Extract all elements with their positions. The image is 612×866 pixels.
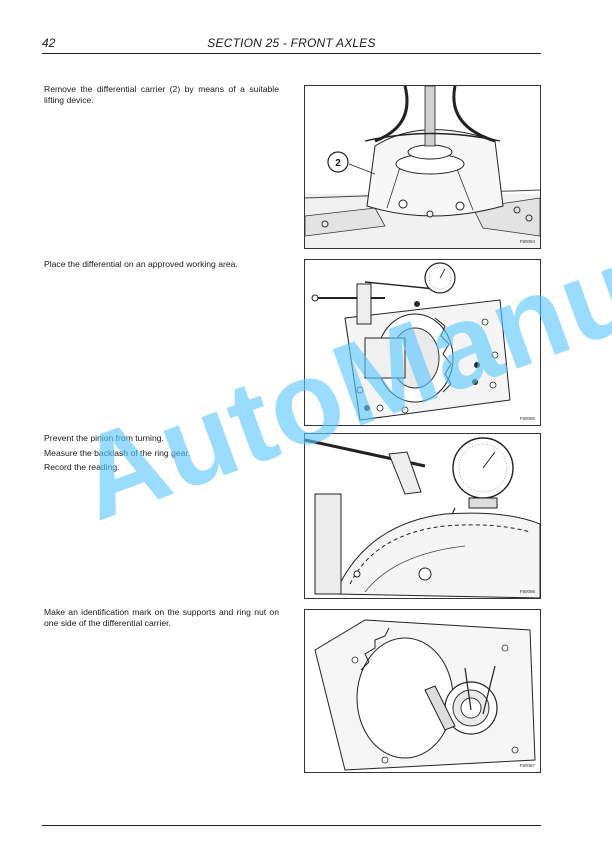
step-4-text: Make an identification mark on the suppo… <box>44 607 279 632</box>
callout-number: 2 <box>335 158 341 169</box>
figure-code: F80085 <box>519 416 535 421</box>
header-rule <box>42 53 541 54</box>
figure-identification-mark: F80087 <box>304 609 541 773</box>
differential-bench-illustration <box>311 262 511 421</box>
page-header: 42 SECTION 25 - FRONT AXLES <box>42 36 541 54</box>
step-2-text: Place the differential on an approved wo… <box>44 259 279 274</box>
figure-differential-on-bench: F80085 <box>304 259 541 426</box>
step-1-paragraph: Remove the differential carrier (2) by m… <box>44 84 279 105</box>
step-3-paragraph-3: Record the reading. <box>44 462 120 473</box>
section-title: SECTION 25 - FRONT AXLES <box>207 36 376 50</box>
page-number: 42 <box>42 36 56 50</box>
differential-carrier-illustration: 2 <box>305 86 540 248</box>
step-2-paragraph: Place the differential on an approved wo… <box>44 259 238 269</box>
figure-differential-carrier-removal: 2 F80084 <box>304 85 541 249</box>
step-3-paragraph-1: Prevent the pinion from turning. <box>44 433 164 443</box>
step-3-paragraph-2: Measure the backlash of the ring gear. <box>44 447 191 458</box>
step-4-paragraph: Make an identification mark on the suppo… <box>44 607 279 628</box>
callout-circle <box>327 151 349 173</box>
step-1-text: Remove the differential carrier (2) by m… <box>44 84 279 109</box>
step-3-text: Prevent the pinion from turning. Measure… <box>44 433 279 477</box>
figure-code: F80087 <box>519 763 535 768</box>
figure-code: F80084 <box>519 239 535 244</box>
backlash-measurement-illustration <box>305 437 540 598</box>
figure-backlash-measurement: F80086 <box>304 433 541 599</box>
figure-code: F80086 <box>519 589 535 594</box>
footer-rule <box>42 825 541 826</box>
identification-mark-illustration <box>314 619 536 771</box>
